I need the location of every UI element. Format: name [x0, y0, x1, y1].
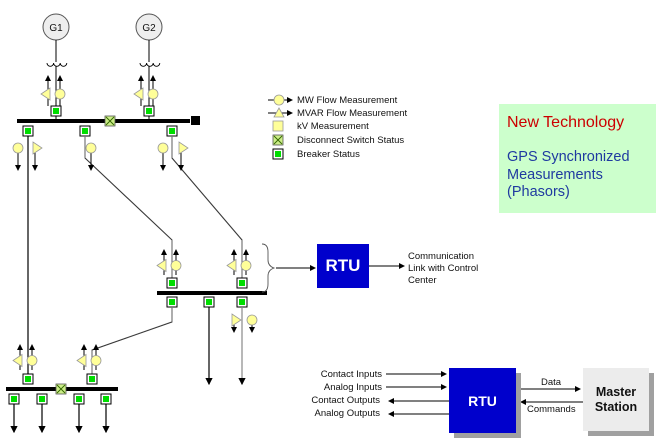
- breaker-status-fill: [11, 396, 17, 402]
- breaker-status-fill: [239, 280, 245, 286]
- communication-link-label: Communication Link with Control Center: [408, 251, 479, 286]
- breaker-status-fill: [169, 280, 175, 286]
- legend-mvar-label: MVAR Flow Measurement: [297, 108, 408, 119]
- breaker-status-fill: [89, 376, 95, 382]
- contact-inputs-label: Contact Inputs: [320, 369, 382, 380]
- mw-meter-icon: [26, 355, 38, 366]
- breaker-status-fill: [25, 376, 31, 382]
- middle-bus-bar: [157, 291, 267, 295]
- mvar-meter-icon: [231, 313, 242, 327]
- mw-meter-icon: [246, 314, 258, 326]
- legend-kv-icon: [272, 120, 284, 132]
- breaker-status-fill: [103, 396, 109, 402]
- mvar-meter-icon: [226, 258, 237, 273]
- new-technology-callout: New Technology GPS Synchronized Measurem…: [499, 104, 656, 213]
- mvar-meter-icon: [76, 353, 87, 368]
- mw-meter-icon: [240, 260, 252, 271]
- breaker-status-fill: [39, 396, 45, 402]
- transformer-icon: [46, 62, 68, 67]
- breaker-status-fill: [169, 299, 175, 305]
- transmission-line: [84, 136, 173, 283]
- legend-mw-label: MW Flow Measurement: [297, 95, 398, 106]
- legend-breaker-label: Breaker Status: [297, 149, 360, 160]
- measurement-brace: [261, 243, 276, 293]
- disconnect-switch-cross: [273, 135, 283, 145]
- mw-meter-icon: [90, 355, 102, 366]
- transmission-line-overlay: [84, 157, 173, 241]
- data-label: Data: [541, 377, 562, 388]
- transmission-line: [171, 136, 243, 283]
- mw-meter-icon: [12, 142, 24, 154]
- mw-meter-icon: [157, 142, 169, 154]
- transmission-line: [91, 307, 173, 376]
- mvar-meter-icon: [156, 258, 167, 273]
- new-technology-title: New Technology: [507, 114, 625, 131]
- contact-outputs-label: Contact Outputs: [311, 395, 380, 406]
- breaker-status-fill: [169, 128, 175, 134]
- mw-meter-icon: [170, 260, 182, 271]
- mvar-meter-icon: [12, 353, 23, 368]
- mvar-meter-icon: [32, 141, 43, 155]
- breaker-status-fill: [275, 151, 281, 157]
- breaker-status-fill: [53, 108, 59, 114]
- generator-2-label: G2: [142, 23, 156, 34]
- transmission-line-overlay: [91, 321, 173, 351]
- mvar-meter-icon: [133, 87, 144, 101]
- disconnect-switch-cross: [56, 384, 66, 394]
- master-station: Master Station: [583, 368, 649, 431]
- rtu-block: RTU: [449, 368, 516, 433]
- bus-terminal: [191, 116, 200, 125]
- mw-meter-icon: [273, 94, 285, 106]
- legend-disconnect-label: Disconnect Switch Status: [297, 135, 405, 146]
- breaker-status-fill: [82, 128, 88, 134]
- transmission-line-overlay: [171, 157, 243, 241]
- analog-outputs-label: Analog Outputs: [314, 408, 381, 419]
- mw-meter-icon: [85, 142, 97, 154]
- breaker-status-fill: [76, 396, 82, 402]
- legend-kv-label: kV Measurement: [297, 121, 369, 132]
- breaker-status-fill: [146, 108, 152, 114]
- generator-1-label: G1: [49, 23, 63, 34]
- transformer-icon: [139, 62, 161, 67]
- commands-label: Commands: [527, 404, 576, 415]
- mvar-meter-icon: [178, 141, 189, 155]
- legend-mvar-icon: [273, 107, 285, 118]
- mw-meter-icon: [147, 88, 159, 100]
- breaker-status-fill: [25, 128, 31, 134]
- top-bus-bar: [17, 119, 190, 123]
- breaker-status-fill: [206, 299, 212, 305]
- disconnect-switch-cross: [105, 116, 115, 126]
- mvar-meter-icon: [40, 87, 51, 101]
- rtu-substation: RTU: [317, 244, 369, 288]
- mw-meter-icon: [54, 88, 66, 100]
- breaker-status-fill: [239, 299, 245, 305]
- new-technology-body: GPS Synchronized Measurements (Phasors): [507, 149, 630, 200]
- analog-inputs-label: Analog Inputs: [323, 382, 382, 393]
